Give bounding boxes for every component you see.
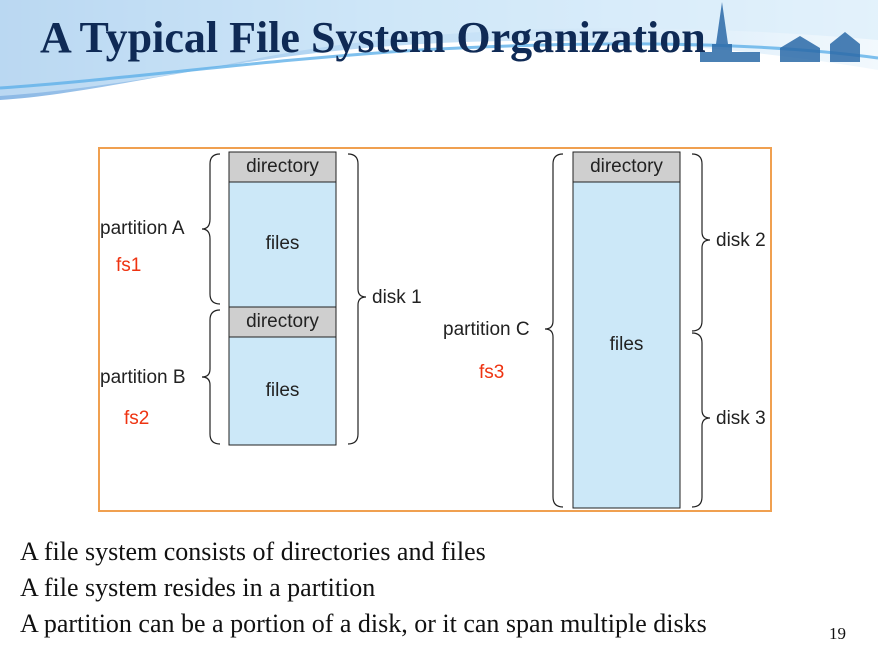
church-silhouette-icon <box>700 2 860 62</box>
directory-block-b <box>228 306 337 338</box>
fs2-label: fs2 <box>124 408 150 429</box>
brace-partition-b <box>201 309 221 445</box>
bullet-list: A file system consists of directories an… <box>20 534 707 642</box>
brace-disk-3 <box>691 332 711 508</box>
brace-disk-1 <box>347 153 367 445</box>
directory-block-c <box>572 151 681 183</box>
directory-label-b: directory <box>246 311 319 332</box>
partition-a-label: partition A <box>100 218 185 239</box>
brace-disk-2 <box>691 153 711 332</box>
diagram-drawing <box>201 151 711 509</box>
diagram-frame: directory files directory files director… <box>98 147 772 512</box>
disk-2-label: disk 2 <box>716 230 766 251</box>
bullet-item: A file system resides in a partition <box>20 573 376 602</box>
files-block-b <box>228 336 337 446</box>
directory-label-a: directory <box>246 156 319 177</box>
partition-c-label: partition C <box>443 319 530 340</box>
brace-partition-a <box>201 153 221 305</box>
directory-block-a <box>228 151 337 183</box>
fs3-label: fs3 <box>479 362 505 383</box>
directory-label-c: directory <box>590 156 663 177</box>
bullet-item: A partition can be a portion of a disk, … <box>20 609 707 638</box>
files-block-c <box>572 181 681 509</box>
page-number: 19 <box>829 624 846 643</box>
fs1-label: fs1 <box>116 255 142 276</box>
files-block-a <box>228 181 337 308</box>
brace-partition-c <box>544 153 564 508</box>
disk-1-label: disk 1 <box>372 287 422 308</box>
files-label-b: files <box>265 380 300 401</box>
files-label-a: files <box>265 233 300 254</box>
files-label-c: files <box>609 334 644 355</box>
disk-3-label: disk 3 <box>716 408 766 429</box>
slide-title: A Typical File System Organization <box>40 13 706 62</box>
partition-b-label: partition B <box>100 367 186 388</box>
bullet-item: A file system consists of directories an… <box>20 537 486 566</box>
title-banner <box>0 0 878 100</box>
